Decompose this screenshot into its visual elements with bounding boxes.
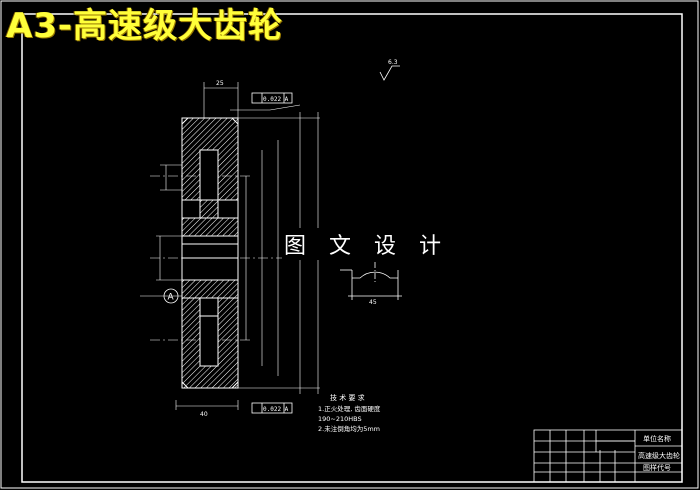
tech-req-heading: 技 术 要 求 [330, 393, 365, 402]
title-block-part-name: 高速级大齿轮 [638, 451, 680, 460]
datum-label: A [168, 293, 175, 303]
roughness-symbol-icon: 6.3 [379, 59, 400, 81]
watermark-text: 图 文 设 计 [282, 228, 451, 260]
title-block [533, 429, 683, 483]
title-block-unit-name: 单位名称 [643, 434, 671, 443]
tolerance-frame-top-text: 0.022 A [263, 96, 289, 103]
gear-section [181, 117, 239, 389]
tech-req-line-1: 1.正火处理, 齿面硬度 [318, 404, 381, 413]
tolerance-frame-top: 0.022 A [251, 92, 293, 104]
dimension-key-width: 45 [369, 299, 377, 306]
roughness-value: 6.3 [388, 59, 398, 66]
datum-a: A [140, 288, 182, 304]
tolerance-frame-bottom-text: 0.022 A [263, 406, 289, 413]
technical-requirements: 技 术 要 求 1.正火处理, 齿面硬度 190~210HBS 2.未注倒角均为… [318, 393, 381, 433]
dimension-lines [156, 82, 320, 410]
dimension-bottom-width: 40 [200, 411, 208, 418]
tech-req-line-2: 190~210HBS [318, 415, 362, 423]
page-title: A3-高速级大齿轮 [6, 6, 284, 46]
tolerance-frame-bottom: 0.022 A [251, 402, 293, 414]
dimension-top-width: 25 [216, 80, 224, 87]
title-block-drawing-no: 图样代号 [643, 463, 671, 472]
tech-req-line-3: 2.未注倒角均为5mm [318, 424, 380, 433]
keyway-detail [340, 262, 402, 300]
